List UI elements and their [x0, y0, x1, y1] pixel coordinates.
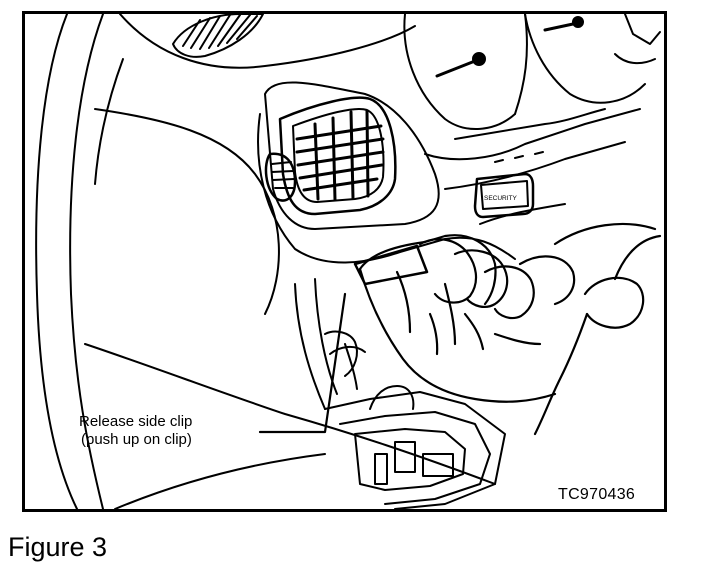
dashboard-line-drawing: SECURITY	[35, 14, 662, 509]
door-pillar-edge	[94, 58, 124, 185]
security-button-drawing	[473, 172, 535, 219]
security-button-label: SECURITY	[484, 195, 518, 202]
dash-bottom-line	[114, 453, 326, 509]
callout-label-line1: Release side clip	[79, 413, 193, 430]
lower-panel-drawing	[294, 278, 506, 509]
illustration-frame: SECURITY Release side clip (push up on c…	[22, 11, 667, 512]
callout-label-line2: (push up on clip)	[81, 431, 192, 448]
figure-caption: Figure 3	[8, 532, 108, 562]
console-trim	[454, 108, 606, 140]
console-right	[424, 108, 641, 161]
door-pillar-outer	[35, 14, 78, 509]
dash-lower-sweep	[84, 343, 496, 485]
console-right-3	[479, 203, 566, 225]
console-outline	[264, 81, 440, 230]
figure-code: TC970436	[558, 486, 636, 503]
callout-leader-line	[258, 292, 347, 434]
hand-drawing	[353, 222, 662, 436]
door-pillar-inner	[69, 14, 104, 509]
console-right-2	[444, 141, 626, 190]
instrument-gauges	[403, 14, 661, 130]
dash-side-sweep	[94, 108, 280, 315]
dash-top-line	[119, 14, 416, 69]
center-air-vent	[264, 96, 397, 216]
upper-vent	[172, 14, 264, 58]
